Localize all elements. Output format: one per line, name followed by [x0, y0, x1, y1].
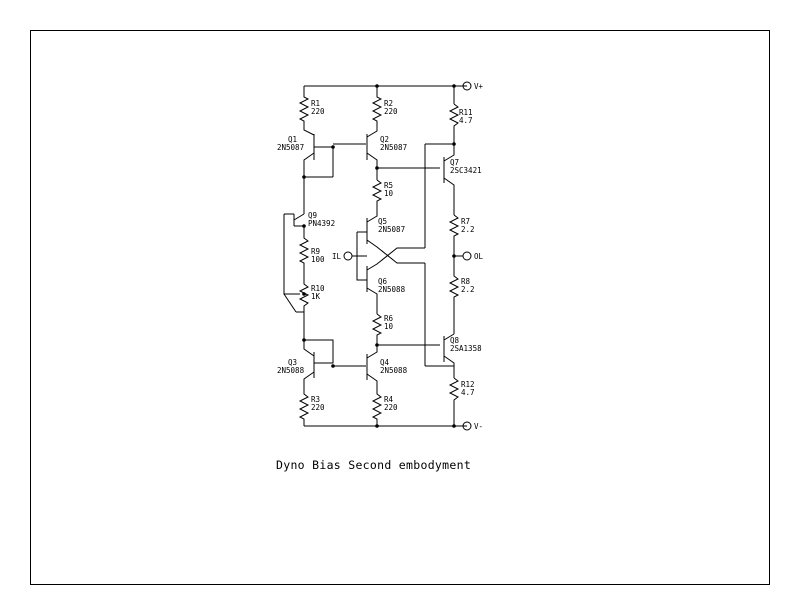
r2-value: 220: [384, 107, 398, 116]
q1-part: 2N5087: [277, 143, 304, 152]
q6-part: 2N5088: [378, 285, 406, 294]
terminal-vminus: V-: [474, 422, 483, 431]
r1-id: R1: [311, 99, 320, 108]
q5-part: 2N5087: [378, 225, 405, 234]
q1-id: Q1: [288, 135, 297, 144]
terminal-circles: [343, 81, 472, 431]
q9-id: Q9: [308, 211, 317, 220]
wires: [283, 85, 467, 427]
r12-id: R12: [461, 380, 475, 389]
junctions: [302, 84, 456, 428]
r2-id: R2: [384, 99, 393, 108]
r11-value: 4.7: [459, 116, 473, 125]
q4-id: Q4: [380, 358, 390, 367]
terminal-il: IL: [332, 252, 342, 261]
r4-id: R4: [384, 395, 394, 404]
r1-value: 220: [311, 107, 325, 116]
terminal-vplus: V+: [474, 82, 484, 91]
r10-id: R10: [311, 284, 325, 293]
q2-part: 2N5087: [380, 143, 407, 152]
r3-value: 220: [311, 403, 325, 412]
r7-id: R7: [461, 217, 470, 226]
r5-value: 10: [384, 189, 394, 198]
q3-id: Q3: [288, 358, 297, 367]
r7-value: 2.2: [461, 225, 475, 234]
q9-part: PN4392: [308, 219, 335, 228]
r12-value: 4.7: [461, 388, 475, 397]
r11-id: R11: [459, 108, 473, 117]
r9-value: 100: [311, 255, 325, 264]
q7-part: 2SC3421: [450, 166, 482, 175]
q2-id: Q2: [380, 135, 389, 144]
q5-id: Q5: [378, 217, 387, 226]
r8-value: 2.2: [461, 285, 475, 294]
q6-id: Q6: [378, 277, 388, 286]
terminal-ol: OL: [474, 252, 484, 261]
r9-id: R9: [311, 247, 320, 256]
q3-part: 2N5088: [277, 366, 305, 375]
r5-id: R5: [384, 181, 393, 190]
r3-id: R3: [311, 395, 320, 404]
r6-id: R6: [384, 314, 394, 323]
r4-value: 220: [384, 403, 398, 412]
q8-part: 2SA1358: [450, 344, 482, 353]
q7-id: Q7: [450, 158, 459, 167]
r10-value: 1K: [311, 292, 321, 301]
r8-id: R8: [461, 277, 471, 286]
r6-value: 10: [384, 322, 394, 331]
drawing-border: [30, 30, 770, 585]
diagram-caption: Dyno Bias Second embodyment: [276, 458, 471, 472]
q8-id: Q8: [450, 336, 460, 345]
q4-part: 2N5088: [380, 366, 408, 375]
